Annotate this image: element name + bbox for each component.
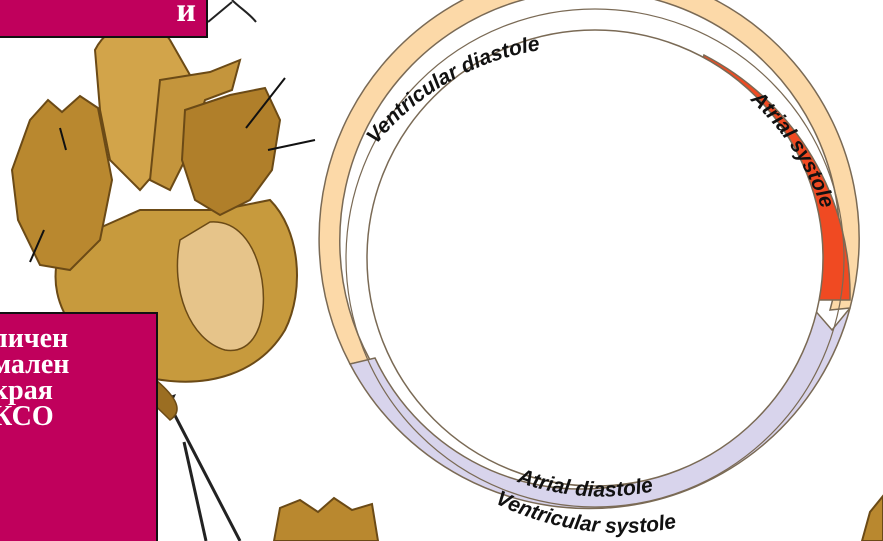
cardiac-cycle-ring xyxy=(319,0,863,540)
connector-line-bottom-1 xyxy=(168,402,240,541)
heart-fragment-bottom-left xyxy=(274,498,378,541)
overlay-line-5: КСО xyxy=(0,404,156,430)
heart-right-atrium xyxy=(182,88,280,215)
connector-line-top xyxy=(208,2,232,22)
heart-left-atrium xyxy=(12,96,112,270)
connector-arc-top xyxy=(232,0,256,22)
overlay-label-top: и xyxy=(0,0,208,38)
heart-fragment-bottom-right xyxy=(862,496,883,541)
overlay-label-top-text: и xyxy=(176,0,196,28)
overlay-label-bottom: личен мален края КСО xyxy=(0,312,158,541)
